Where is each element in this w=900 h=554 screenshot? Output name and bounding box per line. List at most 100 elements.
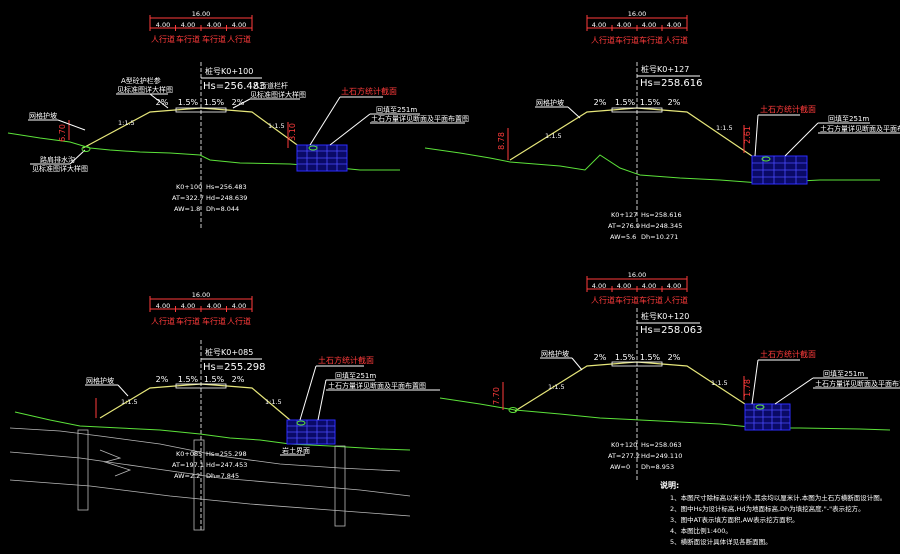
legend-item: 3、图中AT表示填方面积,AW表示挖方面积。 xyxy=(670,515,799,524)
section-s2: 16.00 4.00 4.00 4.00 4.00 人行道 车行道 车行道 人行… xyxy=(424,10,900,241)
strata-line xyxy=(99,449,132,477)
design-elevation-label: Hs=256.483 xyxy=(203,81,265,92)
earthwork-block xyxy=(296,144,348,172)
note-text: 土石方统计截面 xyxy=(341,86,397,96)
lane-width-label: 4.00 xyxy=(642,21,656,29)
note-text: 网格护坡 xyxy=(86,376,114,385)
lane-width-label: 4.00 xyxy=(617,21,631,29)
note-text: 网格护坡 xyxy=(536,98,564,107)
dimension-header: 16.00 4.00 4.00 4.00 4.00 人行道 车行道 车行道 人行… xyxy=(149,291,253,326)
borehole xyxy=(334,445,346,527)
strata-line xyxy=(9,427,401,472)
lane-width-label: 4.00 xyxy=(181,302,195,310)
lane-width-label: 4.00 xyxy=(156,302,170,310)
note-text: 土石方量详见断面及平面布置图 xyxy=(371,114,469,123)
total-width-label: 16.00 xyxy=(192,291,211,299)
lane-width-label: 4.00 xyxy=(667,21,681,29)
left-height-label: 6.70 xyxy=(58,124,67,142)
side-slope-label: 1:1.5 xyxy=(711,379,728,387)
note-text: 土石方量详见断面及平面布置图 xyxy=(815,379,900,388)
note-text: 网格护坡 xyxy=(541,349,569,358)
lane-width-label: 4.00 xyxy=(617,282,631,290)
cross-slope-label: 1.5% xyxy=(640,98,661,107)
total-width-label: 16.00 xyxy=(628,10,647,18)
lane-name-label: 人行道 xyxy=(664,35,688,45)
dimension-header: 16.00 4.00 4.00 4.00 4.00 人行道 车行道 车行道 人行… xyxy=(149,10,253,44)
note-text: 回填至251m xyxy=(376,105,417,114)
lane-name-label: 车行道 xyxy=(176,34,200,44)
legend-item: 4、本图比例1:400。 xyxy=(670,526,732,535)
lane-name-label: 人行道 xyxy=(591,35,615,45)
cross-slope-label: 2% xyxy=(156,375,169,384)
stat-hd: Hd=248.639 xyxy=(206,194,247,202)
lane-name-label: 人行道 xyxy=(227,34,251,44)
stat-station: K0+127 xyxy=(611,211,637,219)
note-text: 回填至251m xyxy=(823,369,864,378)
right-height-label: 2.61 xyxy=(743,126,752,144)
note-text: 土石方统计截面 xyxy=(760,349,816,359)
total-width-label: 16.00 xyxy=(192,10,211,18)
lane-width-label: 4.00 xyxy=(592,282,606,290)
side-slope-label: 1:1.5 xyxy=(265,398,282,406)
stat-hs: Hs=256.483 xyxy=(206,183,247,191)
right-height-label: 1.78 xyxy=(743,379,752,397)
total-width-label: 16.00 xyxy=(628,271,647,279)
note-text: 回填至251m xyxy=(828,114,869,123)
legend-notes: 说明: 1、本图尺寸除标高以米计外,其余均以厘米计,本图为土石方横断面设计图。 … xyxy=(660,480,886,546)
stat-station: K0+120 xyxy=(611,441,637,449)
side-slope-label: 1:1.5 xyxy=(118,119,135,127)
lane-width-label: 4.00 xyxy=(232,302,246,310)
right-height-label: 3.10 xyxy=(288,123,297,141)
design-elevation-label: Hs=258.063 xyxy=(640,325,702,336)
cross-slope-label: 1.5% xyxy=(178,98,199,107)
lane-width-label: 4.00 xyxy=(642,282,656,290)
note-text: A型砼护栏参 xyxy=(121,76,161,85)
legend-title: 说明: xyxy=(660,480,679,490)
legend-item: 1、本图尺寸除标高以米计外,其余均以厘米计,本图为土石方横断面设计图。 xyxy=(670,493,886,502)
cross-slope-label: 2% xyxy=(232,98,245,107)
stat-station: K0+085 xyxy=(176,450,202,458)
side-slope-label: 1:1.5 xyxy=(121,398,138,406)
stat-dh: Dh=8.044 xyxy=(206,205,239,213)
stat-hd: Hd=248.345 xyxy=(641,222,682,230)
cross-slope-label: 2% xyxy=(668,353,681,362)
side-slope-label: 1:1.5 xyxy=(268,122,285,130)
stat-at: AT=277.2 xyxy=(608,452,640,460)
note-text: 路肩排水沟 xyxy=(40,155,75,164)
stat-aw: AW=1.8 xyxy=(174,205,200,213)
section-s1: 16.00 4.00 4.00 4.00 4.00 人行道 车行道 车行道 人行… xyxy=(7,10,469,230)
earthwork-block xyxy=(744,403,791,431)
lane-width-label: 4.00 xyxy=(156,21,170,29)
lane-width-label: 4.00 xyxy=(592,21,606,29)
lane-name-label: 车行道 xyxy=(639,35,663,45)
legend-item: 5、横断面设计具体详见各断面图。 xyxy=(670,537,772,546)
cross-slope-label: 2% xyxy=(594,353,607,362)
ground-line xyxy=(424,147,880,184)
stat-dh: Dh=7.845 xyxy=(206,472,239,480)
stat-hs: Hs=258.616 xyxy=(641,211,682,219)
lane-width-label: 4.00 xyxy=(232,21,246,29)
stats-block: K0+085 Hs=255.298 AT=197.1 Hd=247.453 AW… xyxy=(172,450,247,480)
station-label: 桩号K0+085 xyxy=(205,347,253,357)
cross-slope-label: 2% xyxy=(232,375,245,384)
legend-item: 2、图中Hs为设计标高,Hd为地面标高,Dh为填挖高度,"-"表示挖方。 xyxy=(670,504,865,513)
dimension-header: 16.00 4.00 4.00 4.00 4.00 人行道 车行道 车行道 人行… xyxy=(586,10,688,45)
stat-aw: AW=5.6 xyxy=(610,233,636,241)
left-height-label: 8.78 xyxy=(497,132,506,150)
note-text: 土石方统计截面 xyxy=(760,104,816,114)
cross-slope-label: 1.5% xyxy=(615,98,636,107)
dimension-header: 16.00 4.00 4.00 4.00 4.00 人行道 车行道 车行道 人行… xyxy=(586,271,688,305)
section-s4: 16.00 4.00 4.00 4.00 4.00 人行道 车行道 车行道 人行… xyxy=(439,271,900,480)
ground-line xyxy=(14,411,411,451)
lane-name-label: 人行道 xyxy=(151,316,175,326)
earthwork-block xyxy=(751,155,808,185)
note-text: 土石方统计截面 xyxy=(318,355,374,365)
note-text: 回填至251m xyxy=(335,371,376,380)
side-slope-label: 1:1.5 xyxy=(545,132,562,140)
stat-aw: AW=0 xyxy=(610,463,630,471)
note-text: 人行道栏杆 xyxy=(253,81,288,90)
strata-line xyxy=(9,451,411,497)
lane-name-label: 人行道 xyxy=(227,316,251,326)
note-text: 岩土界面 xyxy=(282,446,310,455)
